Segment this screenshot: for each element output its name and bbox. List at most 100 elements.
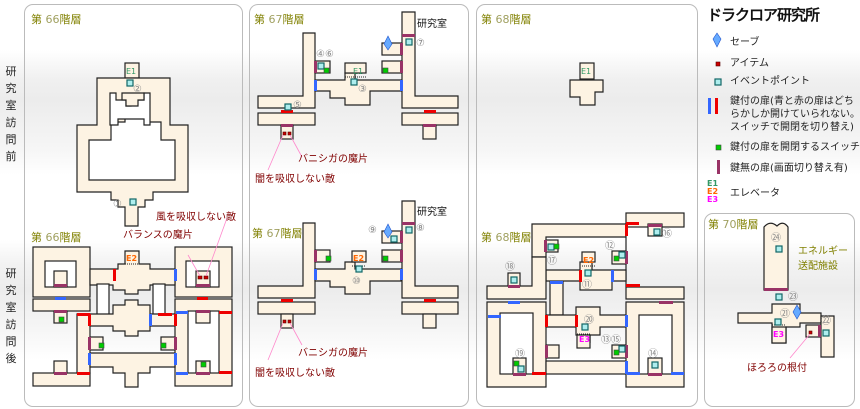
elevator-e2: E2 <box>353 254 364 263</box>
map-floor-67-before <box>257 11 459 171</box>
elevator-code: E2 <box>707 187 719 196</box>
event-point-icon <box>775 293 783 301</box>
save-crystal-icon <box>383 35 393 51</box>
panel-floor-70 <box>704 213 855 407</box>
locked-door-blue-icon <box>708 98 711 114</box>
floor-title-67-before: 第 67階層 <box>254 13 305 26</box>
event-point-icon <box>651 361 659 369</box>
legend-save: セーブ <box>730 37 760 48</box>
marker-10: ⑩ <box>352 276 361 287</box>
marker-16: ⑯ <box>662 228 672 240</box>
elevator-e1: E1 <box>126 67 136 76</box>
switch-icon <box>98 342 105 349</box>
side-char: 前 <box>5 150 17 163</box>
save-crystal-icon <box>792 304 802 320</box>
map-floor-66-before <box>76 62 189 227</box>
side-char: 問 <box>5 133 17 146</box>
map-floor-70 <box>737 222 835 359</box>
legend-door: 鍵無の扉(画面切り替え有) <box>730 163 848 174</box>
item-icon <box>282 319 287 324</box>
marker-23: ㉓ <box>788 291 798 303</box>
switch-icon <box>58 316 65 323</box>
event-point-icon <box>547 243 555 251</box>
side-char: 問 <box>5 335 17 348</box>
item-icon <box>808 330 813 335</box>
event-point-icon <box>284 103 292 111</box>
panel-floor-66 <box>24 4 243 407</box>
floor-title-66-after: 第 66階層 <box>31 231 82 244</box>
item-icon <box>203 275 209 280</box>
event-point-icon <box>355 265 363 273</box>
event-point-icon <box>822 329 830 337</box>
map-floor-67-after <box>257 200 459 361</box>
elevator-e2: E2 <box>126 254 137 263</box>
switch-icon <box>513 360 520 367</box>
panel-floor-68 <box>476 4 698 407</box>
legend-text: らかしか開けていられない。 <box>730 109 860 120</box>
switch-icon <box>382 255 389 262</box>
side-char: 訪 <box>5 318 17 331</box>
floor-title-68-after: 第 68階層 <box>481 231 532 244</box>
switch-icon <box>613 255 620 262</box>
map-floor-66-after <box>32 217 233 388</box>
marker-17: ⑰ <box>547 255 557 267</box>
note-dark-enemy: 闇を吸収しない敵 <box>255 174 335 185</box>
marker-11: ⑪ <box>582 279 592 291</box>
marker-8: ⑧ <box>416 223 425 234</box>
save-crystal-icon <box>383 223 393 239</box>
side-char: 究 <box>5 284 17 297</box>
side-char: 訪 <box>5 116 17 129</box>
legend-elevator-codes: E1 E2 E3 <box>707 180 718 204</box>
marker-4-6: ④⑥ <box>316 49 334 60</box>
elevator-code: E1 <box>707 179 719 188</box>
panel-floor-67 <box>249 4 469 407</box>
locked-door-red-icon <box>715 98 718 114</box>
event-point-icon <box>390 235 398 243</box>
map-floor-68-after <box>486 212 685 388</box>
floor-title-70: 第 70階層 <box>708 218 759 231</box>
legend-elevator: エレベータ <box>730 188 780 199</box>
event-point-icon <box>775 245 783 253</box>
switch-icon <box>323 67 330 74</box>
elevator-e2: E2 <box>583 256 594 265</box>
switch-icon <box>382 67 389 74</box>
event-point-icon <box>618 251 626 259</box>
item-icon <box>287 319 292 324</box>
event-point-icon <box>405 226 413 234</box>
note-vanishga-shard: バニシガの魔片 <box>298 348 368 359</box>
switch-icon <box>325 255 332 262</box>
legend-text: スイッチで開閉を切り替え) <box>730 122 854 133</box>
event-point-icon <box>584 269 592 277</box>
elevator-e3: E3 <box>773 330 784 339</box>
marker-21: ㉑ <box>780 308 790 320</box>
marker-22: ㉒ <box>821 315 831 327</box>
switch-icon <box>715 144 722 151</box>
event-point-icon <box>653 228 661 236</box>
switch-icon <box>160 342 167 349</box>
side-char: 研 <box>5 65 17 78</box>
floor-title-67-after: 第 67階層 <box>252 227 303 240</box>
room-label-lab: 研究室 <box>417 19 447 30</box>
marker-9: ⑨ <box>368 225 377 236</box>
side-char: 研 <box>5 267 17 280</box>
marker-12: ⑫ <box>605 240 615 252</box>
floor-title-66-before: 第 66階層 <box>31 13 82 26</box>
note-hororo-netsuke: ほろろの根付 <box>747 363 807 374</box>
side-char: 究 <box>5 82 17 95</box>
page-title: ドラクロア研究所 <box>707 6 820 24</box>
note-balance-shard: バランスの魔片 <box>123 230 193 241</box>
event-point-icon <box>714 78 722 86</box>
marker-18: ⑱ <box>505 261 515 273</box>
marker-14: ⑭ <box>648 348 658 360</box>
elevator-code: E3 <box>707 195 719 204</box>
note-vanishga-shard: バニシガの魔片 <box>298 154 368 165</box>
room-label-line: 送配施設 <box>798 261 838 272</box>
event-point-icon <box>517 365 525 373</box>
event-point-icon <box>405 38 413 46</box>
marker-13-15: ⑬⑮ <box>601 334 621 346</box>
event-point-icon <box>774 318 782 326</box>
side-char: 後 <box>5 352 17 365</box>
legend-text: 鍵付の扉(青と赤の扉はどち <box>730 96 854 107</box>
side-label-before-visit: 研 究 室 訪 問 前 <box>4 63 18 165</box>
